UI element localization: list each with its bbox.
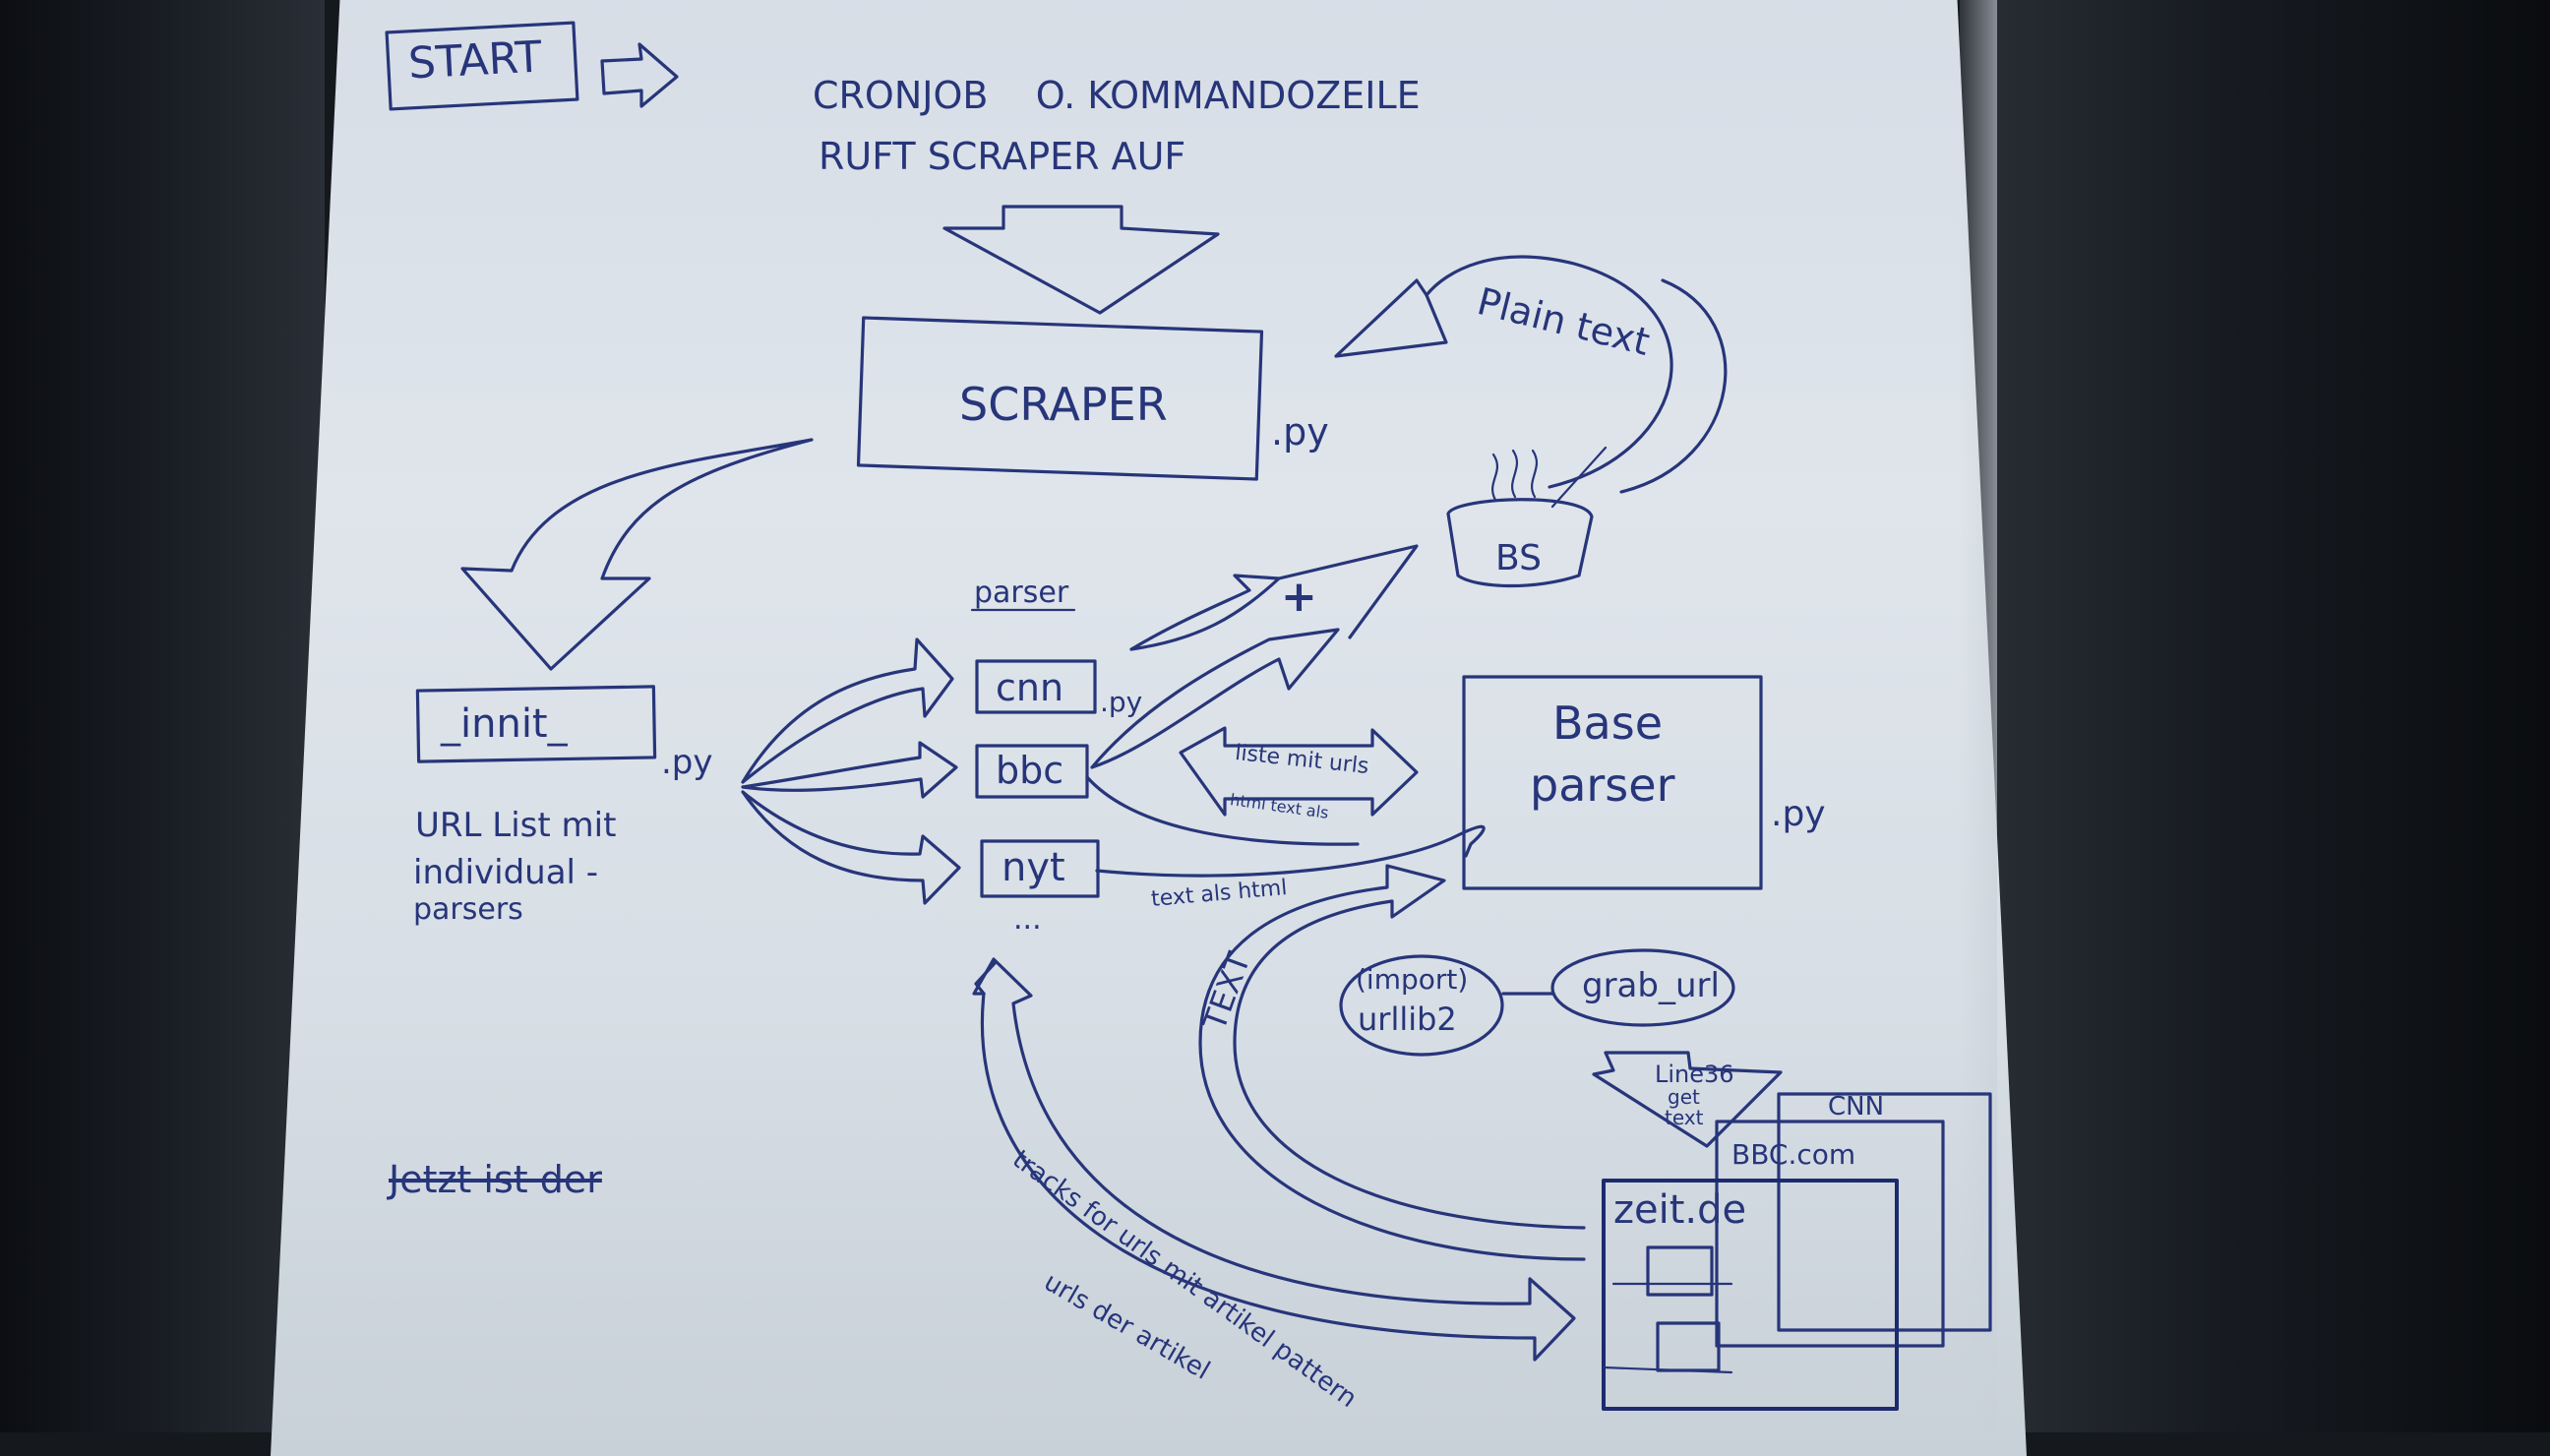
init-box xyxy=(415,685,657,763)
parser-item-cnn: cnn xyxy=(996,666,1064,709)
bs-bowl xyxy=(1446,498,1594,588)
parser-box-bbc xyxy=(975,744,1089,799)
parser-ellipsis: ... xyxy=(1013,902,1042,937)
line36-line-2: get xyxy=(1668,1085,1700,1109)
plus-arrow xyxy=(1090,544,1419,769)
parser-box-nyt xyxy=(980,839,1100,898)
urllib-line-2: urllib2 xyxy=(1358,1001,1457,1038)
base-parser-line-1: Base xyxy=(1552,697,1664,750)
scraper-to-init-arrow xyxy=(460,438,814,671)
background-left xyxy=(0,0,325,1432)
site-zeit-label: zeit.de xyxy=(1613,1187,1747,1233)
grab-url-label: grab_url xyxy=(1582,966,1720,1005)
site-bbc-page xyxy=(1715,1120,1945,1348)
cron-line-1: CRONJOB O. KOMMANDOZEILE xyxy=(813,74,1421,117)
scraper-label: SCRAPER xyxy=(959,378,1168,431)
paper-sheet xyxy=(271,0,2027,1456)
strikethrough-text: Jetzt ist der xyxy=(389,1158,602,1201)
base-parser-box xyxy=(1462,675,1763,890)
fan-arrow-bbc xyxy=(741,741,958,799)
bs-label: BS xyxy=(1495,538,1542,578)
init-desc-1: URL List mit xyxy=(415,806,617,845)
init-ext: .py xyxy=(661,743,713,782)
urllib2-oval xyxy=(1339,954,1504,1057)
init-desc-2: individual - xyxy=(413,853,599,892)
line36-line-1: Line36 xyxy=(1655,1061,1734,1088)
init-label: _innit_ xyxy=(441,701,568,747)
liste-urls-arrow xyxy=(1179,726,1419,817)
plain-text-arrow xyxy=(1334,255,1673,489)
parser-cnn-ext: .py xyxy=(1100,686,1143,718)
nyt-base-arrow xyxy=(1095,824,1486,878)
crawl-arrow xyxy=(972,957,1576,1362)
site-cnn-page xyxy=(1777,1092,1992,1332)
scraper-ext: .py xyxy=(1271,410,1329,454)
fan-arrow-nyt xyxy=(741,790,961,905)
cron-line-2: RUFT SCRAPER AUF xyxy=(819,135,1186,178)
grab-url-oval xyxy=(1550,948,1735,1027)
scraper-box xyxy=(856,316,1264,481)
line36-line-3: text xyxy=(1665,1106,1704,1129)
background-right xyxy=(1960,0,2550,1432)
parser-item-bbc: bbc xyxy=(996,749,1064,792)
start-arrow xyxy=(600,42,679,108)
plus-sign: + xyxy=(1281,572,1317,622)
cron-down-arrow xyxy=(942,205,1220,315)
init-desc-3: parsers xyxy=(413,892,523,927)
fan-arrow-cnn xyxy=(741,637,954,784)
start-label: START xyxy=(406,31,543,90)
parser-item-nyt: nyt xyxy=(1002,845,1065,890)
site-zeit-page xyxy=(1602,1179,1899,1411)
parser-heading: parser xyxy=(974,576,1069,610)
base-parser-ext: .py xyxy=(1771,794,1826,834)
site-cnn-label: CNN xyxy=(1828,1092,1885,1122)
urllib-line-1: (import) xyxy=(1356,963,1469,996)
text-curve-arrow xyxy=(1198,864,1586,1261)
line36-arrow xyxy=(1592,1051,1783,1148)
site-bbc-label: BBC.com xyxy=(1731,1138,1856,1171)
parser-box-cnn xyxy=(975,659,1097,714)
base-parser-line-2: parser xyxy=(1530,758,1675,812)
start-box xyxy=(385,21,579,111)
